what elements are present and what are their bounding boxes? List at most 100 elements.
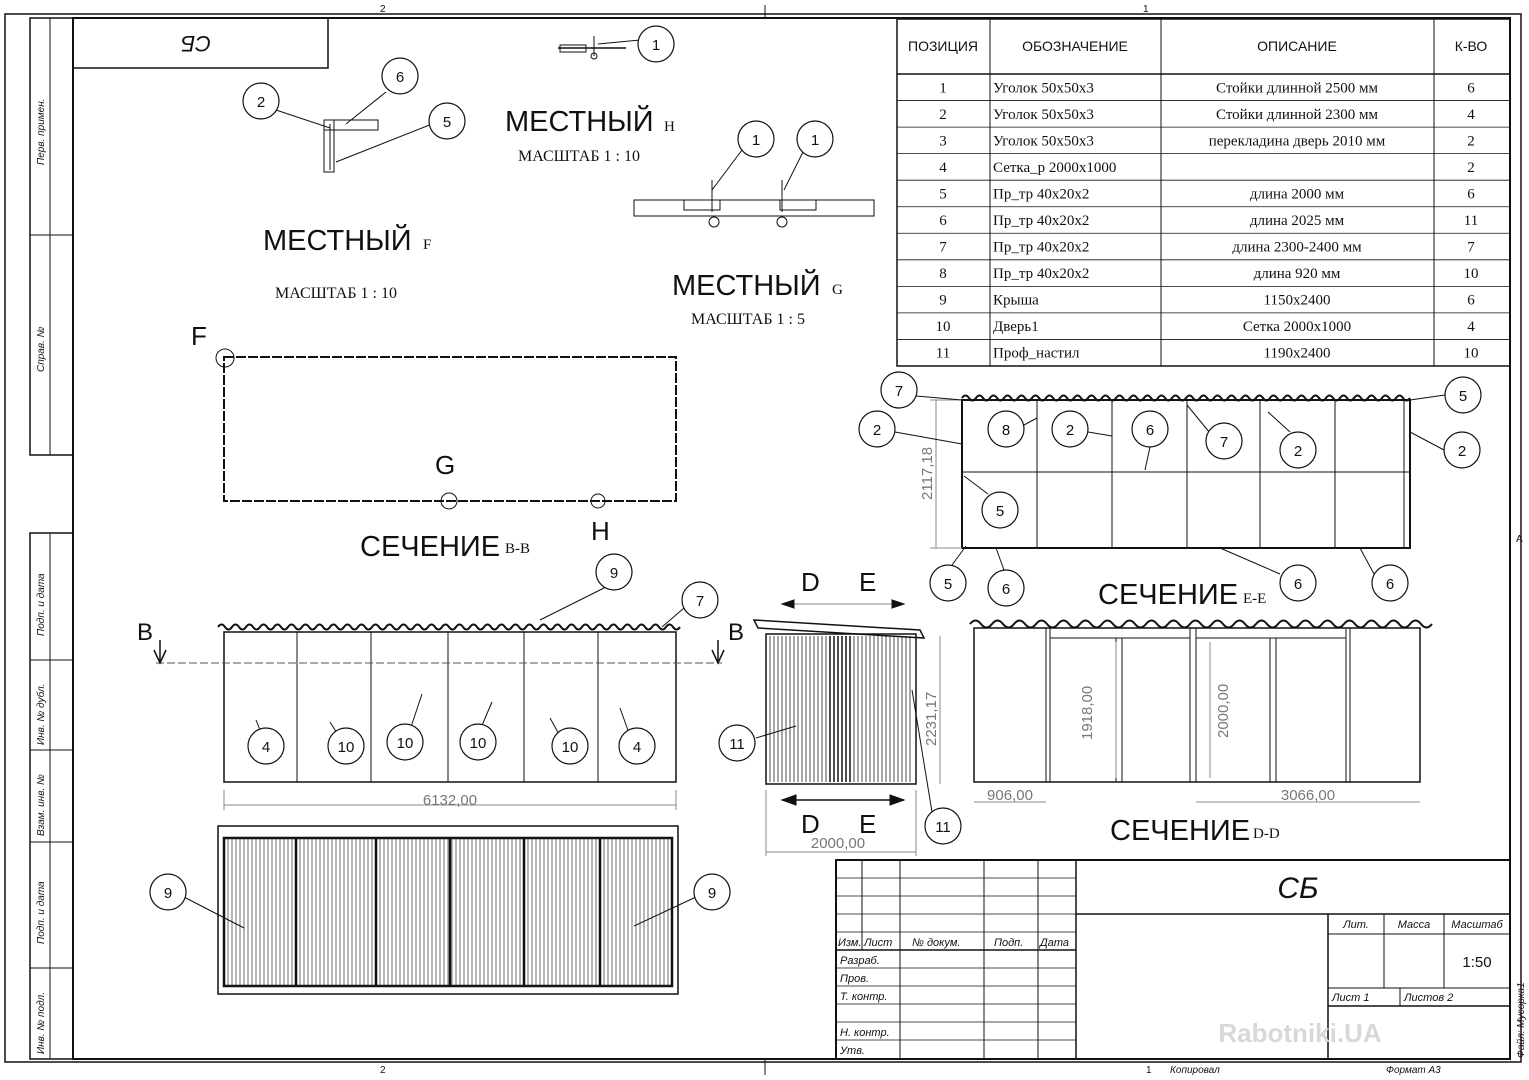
bom-cell: Сетка_р 2000x1000 (993, 160, 1116, 176)
side-label: Подп. и дата (36, 573, 47, 636)
zone-label: 2 (380, 1065, 386, 1076)
bom-cell: Проф_настил (993, 346, 1080, 362)
balloon: 11 (718, 724, 756, 762)
bom-cell: 9 (939, 293, 947, 309)
balloon: 7 (880, 371, 918, 409)
balloon-label: 5 (1459, 388, 1467, 405)
tb-format: Формат A3 (1386, 1065, 1441, 1076)
dim-side-height: 2231,17 (923, 692, 940, 746)
balloon-label: 2 (1294, 443, 1302, 460)
detail-h-title: МЕСТНЫЙ (505, 104, 654, 138)
bom-cell: Стойки длинной 2300 мм (1216, 107, 1378, 123)
detail-f-letter: F (423, 237, 431, 253)
balloon-label: 9 (708, 885, 716, 902)
front-view (153, 623, 725, 810)
tb-row-tkontr: Т. контр. (840, 991, 887, 1003)
balloon: 10 (386, 723, 424, 761)
balloon-label: 9 (610, 565, 618, 582)
balloon-label: 9 (164, 885, 172, 902)
balloon (637, 25, 675, 63)
tb-row-utv: Утв. (839, 1045, 865, 1057)
cut-b-left: B (137, 619, 153, 646)
detail-g-scale: МАСШТАБ 1 : 5 (691, 311, 805, 328)
tb-sheet: Лист 1 (1331, 992, 1370, 1004)
bom-cell: Дверь1 (993, 319, 1039, 335)
balloon-label: 6 (1146, 422, 1154, 439)
balloon-label: 6 (1294, 576, 1302, 593)
balloon (796, 120, 834, 158)
balloon-label: 7 (1220, 434, 1228, 451)
balloon: 9 (595, 553, 633, 591)
bom-cell: 6 (1467, 293, 1475, 309)
tb-sheets: Листов 2 (1403, 992, 1453, 1004)
detail-h-letter: H (664, 119, 675, 135)
bom-cell: длина 2025 мм (1250, 213, 1345, 229)
bom-header-pos: ПОЗИЦИЯ (908, 38, 978, 54)
tb-lit: Лит. (1342, 919, 1369, 931)
bom-cell: Пр_тр 40x20x2 (993, 266, 1089, 282)
balloon-label: 5 (996, 503, 1004, 520)
section-ee-drawing (930, 394, 1411, 549)
tb-row-razrab: Разраб. (840, 955, 880, 967)
side-label: Перв. примен. (36, 99, 47, 165)
bom-cell: Крыша (993, 293, 1039, 309)
balloon: 5 (929, 564, 967, 602)
bom-header-description: ОПИСАНИЕ (1257, 38, 1337, 54)
bom-cell: 2 (1467, 160, 1475, 176)
section-dd-drawing (969, 619, 1433, 803)
balloon-label: 10 (397, 735, 414, 752)
svg-text:6: 6 (396, 69, 404, 86)
detail-g-title: МЕСТНЫЙ (672, 268, 821, 302)
side-view (752, 599, 941, 856)
bom-cell: 3 (939, 133, 947, 149)
bom-cell: 10 (936, 319, 951, 335)
section-ee-letter: E-E (1243, 591, 1266, 607)
tb-col-data: Дата (1038, 937, 1069, 949)
detail-f-drawing (275, 91, 433, 173)
bom-cell: 1150x2400 (1264, 293, 1331, 309)
detail-g-letter: G (832, 282, 843, 298)
bom-cell: 6 (1467, 80, 1475, 96)
watermark: Rabotniki.UA (1218, 1018, 1381, 1048)
balloon: 6 (1371, 564, 1409, 602)
bom-cell: 6 (1467, 186, 1475, 202)
balloon-label: 2 (1066, 422, 1074, 439)
bom-cell: 11 (1464, 213, 1478, 229)
file-name-label: Файл: Мусорка1 (1516, 982, 1527, 1058)
marker-h: H (591, 516, 610, 546)
balloon-label: 11 (729, 736, 745, 753)
tb-scale: 1:50 (1462, 954, 1491, 971)
balloon: 7 (681, 581, 719, 619)
balloon: 6 (1279, 564, 1317, 602)
bom-cell: перекладина дверь 2010 мм (1209, 133, 1386, 149)
section-dd-letter: D-D (1253, 826, 1280, 842)
tb-massa: Масса (1398, 919, 1431, 931)
bom-cell: 1190x2400 (1264, 346, 1331, 362)
side-label: Справ. № (36, 326, 47, 372)
bom-header-designation: ОБОЗНАЧЕНИЕ (1022, 38, 1128, 54)
balloon: 4 (618, 727, 656, 765)
section-bb-title: СЕЧЕНИЕ (360, 531, 500, 563)
section-dd-title: СЕЧЕНИЕ (1110, 815, 1250, 847)
zone-label: 2 (380, 4, 386, 15)
balloon-label: 1 (811, 132, 819, 149)
balloon: 6 (987, 569, 1025, 607)
balloon: 10 (551, 727, 589, 765)
title-designation: СБ (1277, 872, 1318, 905)
detail-h-mini (558, 36, 641, 60)
side-label: Инв. № подл. (36, 992, 47, 1054)
zone-label: A (1516, 534, 1523, 545)
marker-f: F (191, 321, 207, 351)
bom-row: 9 Крыша 1150x2400 6 (939, 293, 1475, 309)
bom-cell: длина 2300-2400 мм (1232, 240, 1362, 256)
balloon: 9 (693, 873, 731, 911)
bom-cell: Сетка 2000x1000 (1243, 319, 1351, 335)
bom-cell: 7 (1467, 240, 1475, 256)
corner-stamp-text: СБ (181, 31, 211, 56)
